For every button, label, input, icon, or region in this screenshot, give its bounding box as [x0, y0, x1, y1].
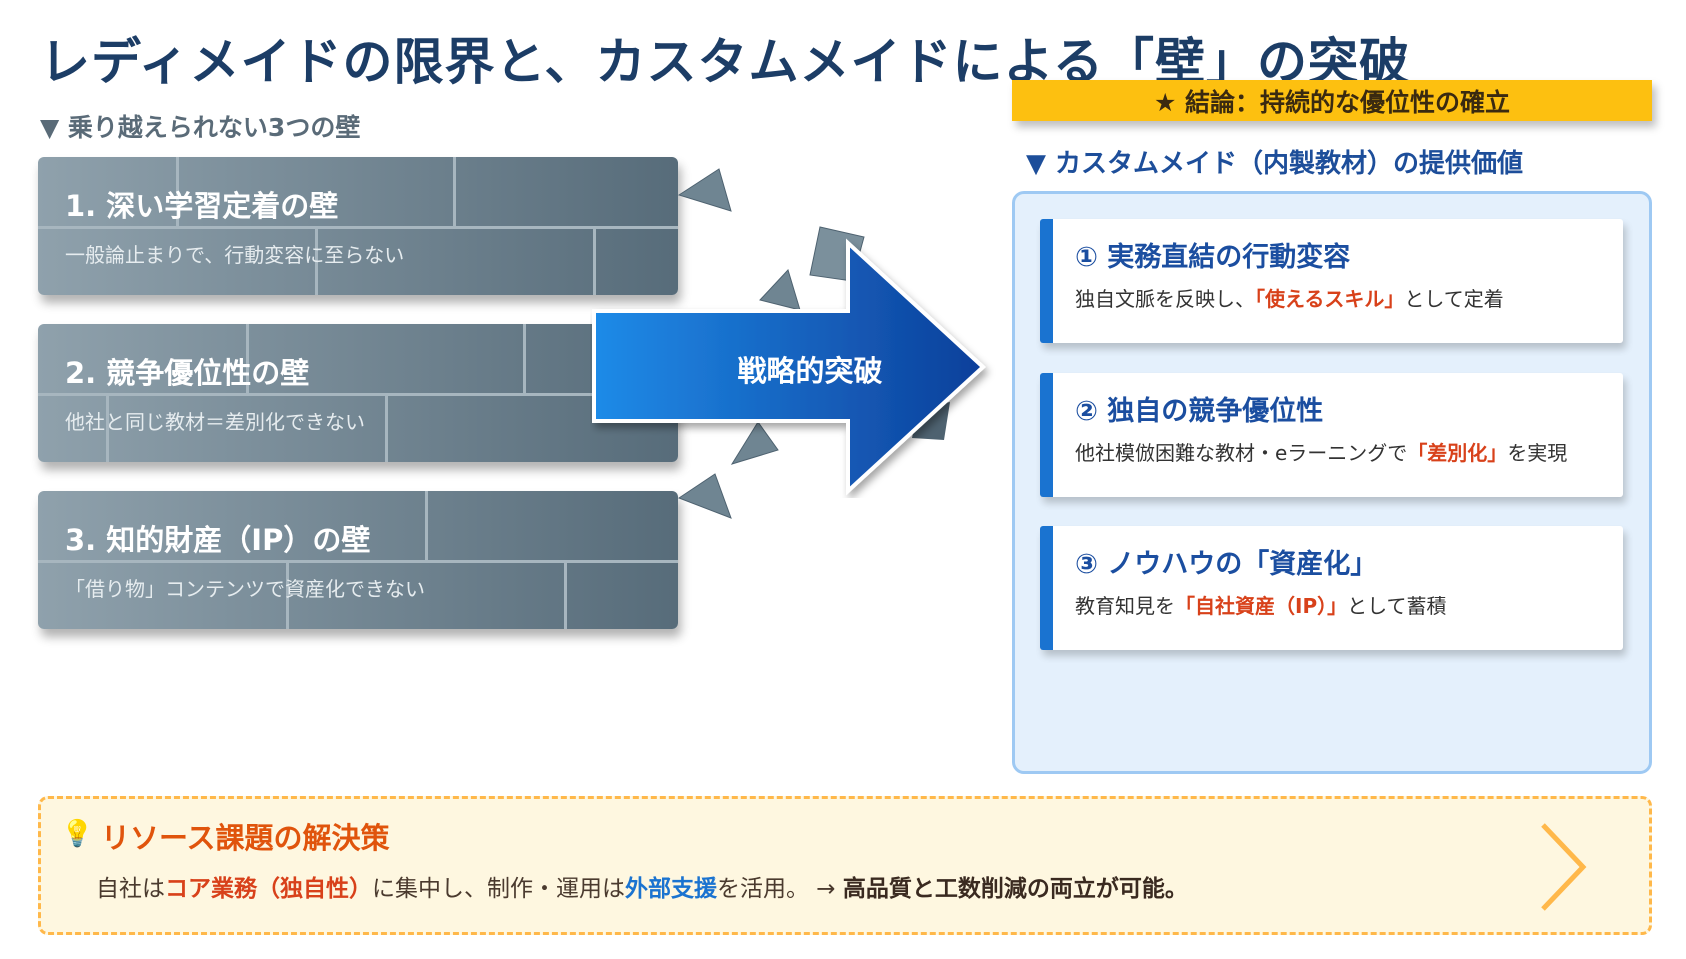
shard-icon — [677, 168, 732, 212]
desc-text: として蓄積 — [1347, 594, 1447, 618]
wall-card-1: 1. 深い学習定着の壁 一般論止まりで、行動変容に至らない — [38, 157, 678, 295]
shard-icon — [730, 421, 779, 465]
lightbulb-icon: 💡 — [61, 819, 94, 849]
highlight-external: 外部支援 — [625, 876, 717, 902]
value-card-1: ① 実務直結の行動変容 独自文脈を反映し、「使えるスキル」として定着 — [1040, 219, 1623, 343]
text: に集中し、制作・運用は — [372, 876, 625, 902]
text: 自社は — [96, 876, 165, 902]
solution-title: リソース課題の解決策 — [101, 821, 390, 855]
desc-text: 他社模倣困難な教材・eラーニングで — [1075, 441, 1408, 465]
value-heading: ▼ カスタムメイド（内製教材）の提供価値 — [1026, 149, 1524, 179]
wall-title: 1. 深い学習定着の壁 — [65, 189, 339, 223]
wall-card-3: 3. 知的財産（IP）の壁 「借り物」コンテンツで資産化できない — [38, 491, 678, 629]
arrow-label: 戦略的突破 — [737, 354, 883, 388]
wall-desc: 他社と同じ教材＝差別化できない — [65, 410, 365, 434]
solution-box: 💡 リソース課題の解決策 自社はコア業務（独自性）に集中し、制作・運用は外部支援… — [38, 796, 1652, 935]
shard-icon — [759, 269, 801, 311]
value-card-3: ③ ノウハウの「資産化」 教育知見を「自社資産（IP）」として蓄積 — [1040, 526, 1623, 650]
walls-heading: ▼ 乗り越えられない3つの壁 — [40, 113, 361, 142]
wall-card-2: 2. 競争優位性の壁 他社と同じ教材＝差別化できない — [38, 324, 678, 462]
wall-title: 2. 競争優位性の壁 — [65, 356, 310, 390]
desc-text: として定着 — [1404, 287, 1504, 311]
breakthrough-arrow-icon — [592, 238, 986, 496]
desc-text: 独自文脈を反映し、 — [1075, 287, 1255, 311]
desc-text: を実現 — [1507, 441, 1568, 465]
wall-title: 3. 知的財産（IP）の壁 — [65, 523, 371, 557]
chevron-right-icon — [1541, 823, 1587, 911]
card-desc: 他社模倣困難な教材・eラーニングで「差別化」を実現 — [1075, 437, 1567, 466]
card-desc: 独自文脈を反映し、「使えるスキル」として定着 — [1075, 283, 1504, 312]
wall-desc: 「借り物」コンテンツで資産化できない — [65, 577, 425, 601]
wall-desc: 一般論止まりで、行動変容に至らない — [65, 243, 405, 267]
shard-icon — [677, 473, 732, 519]
desc-highlight: 「使えるスキル」 — [1255, 287, 1405, 311]
card-title: ① 実務直結の行動変容 — [1075, 242, 1351, 273]
conclusion-banner: ★ 結論：持続的な優位性の確立 — [1012, 80, 1652, 121]
card-title: ② 独自の競争優位性 — [1075, 396, 1324, 427]
card-desc: 教育知見を「自社資産（IP）」として蓄積 — [1075, 590, 1447, 619]
desc-text: 教育知見を — [1075, 594, 1175, 618]
card-title: ③ ノウハウの「資産化」 — [1075, 549, 1378, 580]
highlight-core: コア業務（独自性） — [165, 876, 372, 902]
highlight-result: 高品質と工数削減の両立が可能。 — [842, 876, 1188, 902]
solution-text: 自社はコア業務（独自性）に集中し、制作・運用は外部支援を活用。 → 高品質と工数… — [96, 869, 1188, 903]
desc-highlight: 「差別化」 — [1407, 441, 1508, 465]
text: を活用。 → — [717, 876, 843, 902]
value-card-2: ② 独自の競争優位性 他社模倣困難な教材・eラーニングで「差別化」を実現 — [1040, 373, 1623, 497]
desc-highlight: 「自社資産（IP）」 — [1175, 594, 1348, 618]
